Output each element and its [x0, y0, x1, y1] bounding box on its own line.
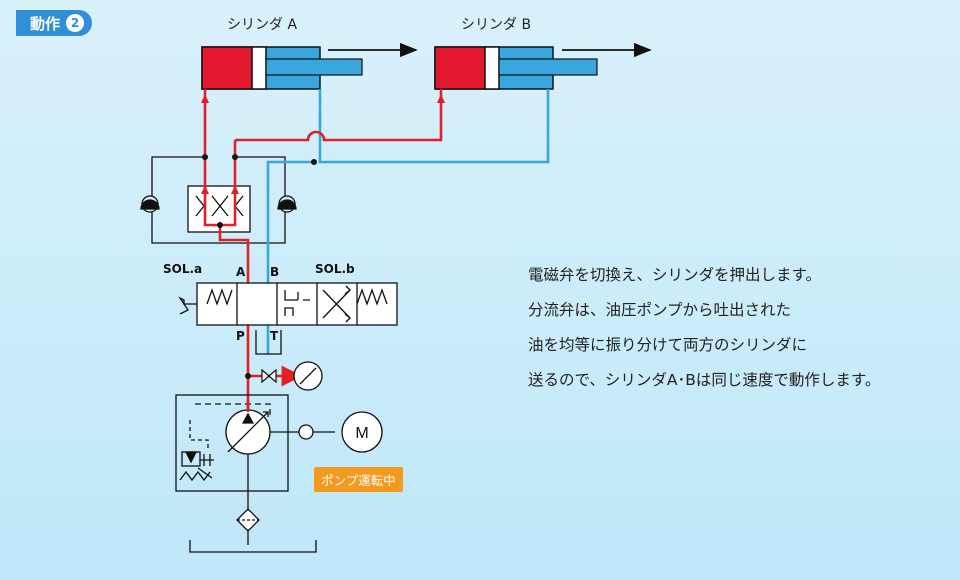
sol-b-label: SOL.b [315, 262, 355, 276]
cylinder-b-head-chamber [434, 46, 486, 90]
return-line [266, 89, 550, 354]
cylinder-a-piston [251, 46, 267, 90]
port-p-label: P [236, 329, 245, 343]
flow-divider-valve [140, 156, 297, 244]
description-line: 送るので、シリンダA･Bは同じ速度で動作します。 [528, 371, 881, 389]
description-line: 電磁弁を切換え、シリンダを押出します。 [528, 266, 821, 284]
pressure-line [203, 89, 443, 420]
cylinder-a [201, 42, 418, 90]
cylinder-a-label: シリンダ A [227, 17, 298, 33]
tank-return-symbol [255, 330, 282, 355]
motor-label: M [355, 425, 368, 442]
pump-unit [175, 394, 383, 553]
port-a-label: A [236, 265, 246, 279]
step-label: 動作 [30, 14, 61, 33]
junction-dot [217, 222, 223, 228]
junction-dot [202, 154, 208, 160]
cylinder-b-piston [484, 46, 500, 90]
cylinder-b-label: シリンダ B [461, 17, 532, 33]
port-b-label: B [270, 265, 280, 279]
cylinder-b-rod [498, 58, 598, 76]
cylinder-a-head-chamber [201, 46, 253, 90]
sol-a-label: SOL.a [163, 262, 203, 276]
pump-status-badge: ポンプ運転中 [314, 467, 403, 492]
step-badge: 動作 2 [16, 10, 93, 36]
motor-icon [341, 411, 383, 453]
description-text: 電磁弁を切換え、シリンダを押出します。 分流弁は、油圧ポンプから吐出された 油を… [528, 258, 928, 398]
step-number: 2 [66, 14, 85, 32]
pressure-gauge-branch [245, 361, 323, 391]
cylinder-b [434, 42, 652, 90]
junction-dot [232, 154, 238, 160]
description-line: 分流弁は、油圧ポンプから吐出された [528, 301, 792, 319]
description-line: 油を均等に振り分けて両方のシリンダに [528, 336, 808, 354]
solenoid-valve [178, 282, 398, 326]
port-t-label: T [270, 329, 279, 343]
cylinder-a-rod [265, 58, 363, 76]
junction-dot [311, 159, 317, 165]
